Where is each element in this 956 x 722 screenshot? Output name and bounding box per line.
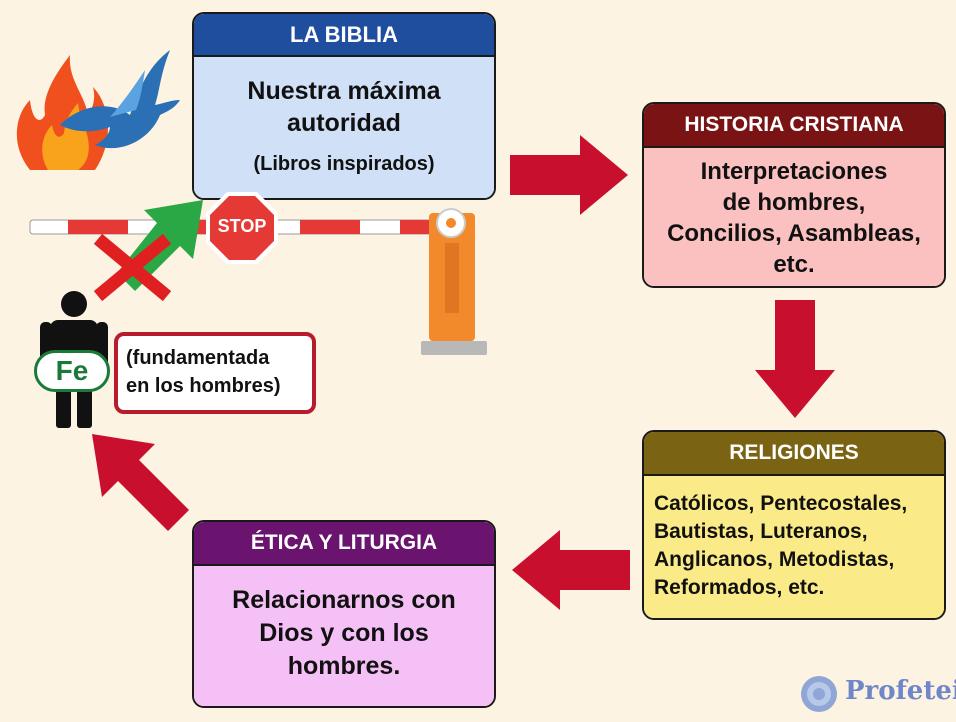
historia-line-4: etc. <box>773 251 815 278</box>
historia-header: HISTORIA CRISTIANA <box>644 104 944 148</box>
historia-line-3: Concilios, Asambleas, <box>667 220 921 247</box>
flame-dove-icon <box>16 50 180 170</box>
stop-sign: STOP <box>204 190 280 266</box>
brand-watermark: Profeteic <box>797 672 956 716</box>
historia-line-2: de hombres, <box>722 189 866 216</box>
biblia-line1: Nuestra máxima <box>247 77 441 105</box>
religiones-line-4: Reformados, etc. <box>654 576 825 599</box>
fe-note-line2: en los hombres) <box>126 375 281 397</box>
historia-line-1: Interpretaciones <box>700 158 888 185</box>
biblia-line2: autoridad <box>287 109 401 137</box>
barrier-post <box>421 208 487 355</box>
fe-note-box: (fundamentada en los hombres) <box>114 332 316 414</box>
religiones-line-1: Católicos, Pentecostales, <box>654 492 908 515</box>
arrow-left-icon <box>512 530 630 610</box>
biblia-body: Nuestra máxima autoridad (Libros inspira… <box>194 57 494 198</box>
red-x-icon <box>93 233 172 302</box>
biblia-box: LA BIBLIA Nuestra máxima autoridad (Libr… <box>192 12 496 200</box>
arrow-up-left-icon <box>92 434 195 531</box>
religiones-line-2: Bautistas, Luteranos, <box>654 520 868 543</box>
biblia-header: LA BIBLIA <box>194 14 494 57</box>
historia-box: HISTORIA CRISTIANA Interpretaciones de h… <box>642 102 946 288</box>
octagon-icon <box>206 192 278 264</box>
etica-line-2: Dios y con los <box>259 619 429 647</box>
historia-body: Interpretaciones de hombres, Concilios, … <box>644 148 944 286</box>
etica-header: ÉTICA Y LITURGIA <box>194 522 494 566</box>
religiones-header: RELIGIONES <box>644 432 944 476</box>
fe-note-line1: (fundamentada <box>126 347 270 369</box>
stop-label: STOP <box>217 216 267 236</box>
brand-name: Profeteic <box>845 676 956 706</box>
brand-seal-icon <box>801 676 837 712</box>
religiones-body: Católicos, Pentecostales, Bautistas, Lut… <box>644 476 944 618</box>
arrow-down-icon <box>755 300 835 418</box>
etica-body: Relacionarnos con Dios y con los hombres… <box>194 566 494 706</box>
arrow-right-icon <box>510 135 628 215</box>
religiones-line-3: Anglicanos, Metodistas, <box>654 548 895 571</box>
religiones-box: RELIGIONES Católicos, Pentecostales, Bau… <box>642 430 946 620</box>
biblia-note: (Libros inspirados) <box>253 153 435 175</box>
etica-box: ÉTICA Y LITURGIA Relacionarnos con Dios … <box>192 520 496 708</box>
etica-line-1: Relacionarnos con <box>232 586 456 614</box>
etica-line-3: hombres. <box>287 652 401 680</box>
fe-badge: Fe <box>34 350 110 392</box>
